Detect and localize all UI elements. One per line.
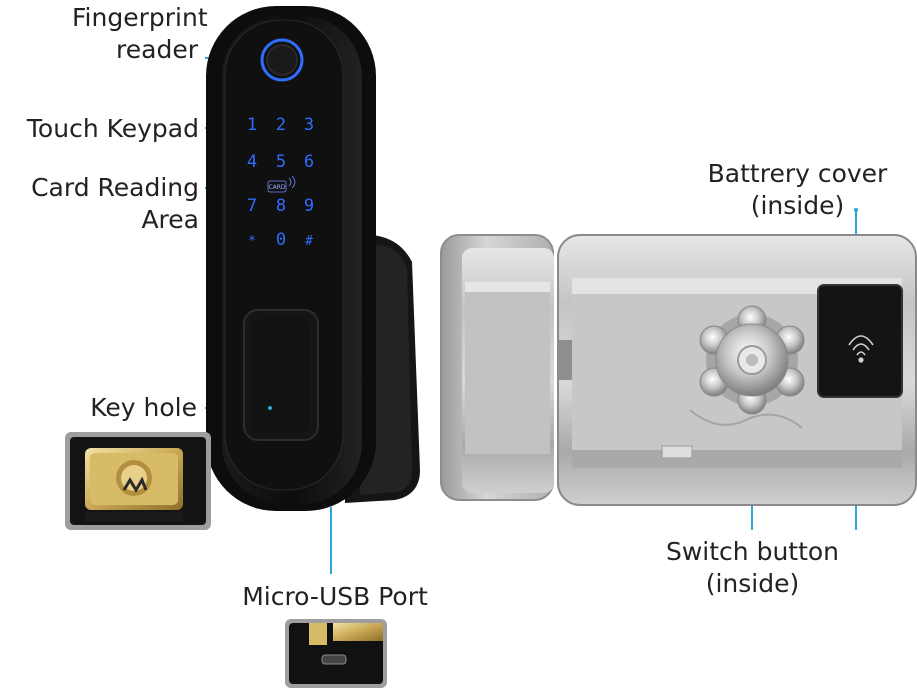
keypad-key-6: 6 [304, 152, 314, 172]
touch-keypad-label: Touch Keypad [27, 113, 199, 145]
keypad-key-3: 3 [304, 115, 314, 135]
keypad-key-5: 5 [276, 152, 286, 172]
keypad-key-2: 2 [276, 115, 286, 135]
battery-cover-line1: Battrery cover [707, 159, 888, 188]
fingerprint-reader-label-line1: Fingerprint [72, 3, 208, 32]
fingerprint-reader-label-line2: reader [116, 35, 198, 64]
card-mark-text: CARD [268, 184, 285, 191]
keyhole-inset [65, 432, 211, 530]
nfc-wave-icon [848, 335, 874, 363]
micro-usb-port-text: Micro-USB Port [242, 582, 428, 611]
card-reading-area-line1: Card Reading [31, 173, 199, 202]
switch-button-line2: (inside) [705, 569, 800, 598]
switch-knob [699, 305, 805, 415]
keypad-key-4: 4 [247, 152, 257, 172]
keypad-key-0: 0 [276, 230, 286, 250]
lock-striker-plate [440, 234, 554, 501]
keypad-key-8: 8 [276, 196, 286, 216]
fingerprint-reader-label: Fingerprint reader [72, 2, 208, 66]
switch-button-label: Switch button (inside) [645, 536, 860, 600]
fingerprint-sensor-icon [260, 38, 304, 82]
card-reader-icon: CARD [267, 175, 296, 193]
keyhole-cover [243, 309, 319, 441]
card-reading-area-label: Card Reading Area [31, 172, 199, 236]
battery-cover-line2: (inside) [750, 191, 845, 220]
keypad-key-1: 1 [247, 115, 257, 135]
key-hole-label: Key hole [90, 392, 197, 424]
keypad-key-hash: # [305, 234, 313, 249]
micro-usb-port-label: Micro-USB Port [210, 581, 460, 613]
micro-usb-inset [285, 619, 387, 688]
keypad-key-9: 9 [304, 196, 314, 216]
battery-cover-label: Battrery cover (inside) [690, 158, 905, 222]
keypad-key-star: * [248, 234, 256, 249]
leader-dots [268, 208, 858, 410]
micro-usb-icon [321, 654, 347, 665]
key-hole-text: Key hole [90, 393, 197, 422]
touch-keypad-text: Touch Keypad [26, 114, 199, 143]
card-reading-area-line2: Area [141, 205, 199, 234]
keypad-key-7: 7 [247, 196, 257, 216]
battery-cover [817, 284, 903, 398]
switch-button-line1: Switch button [665, 537, 840, 566]
